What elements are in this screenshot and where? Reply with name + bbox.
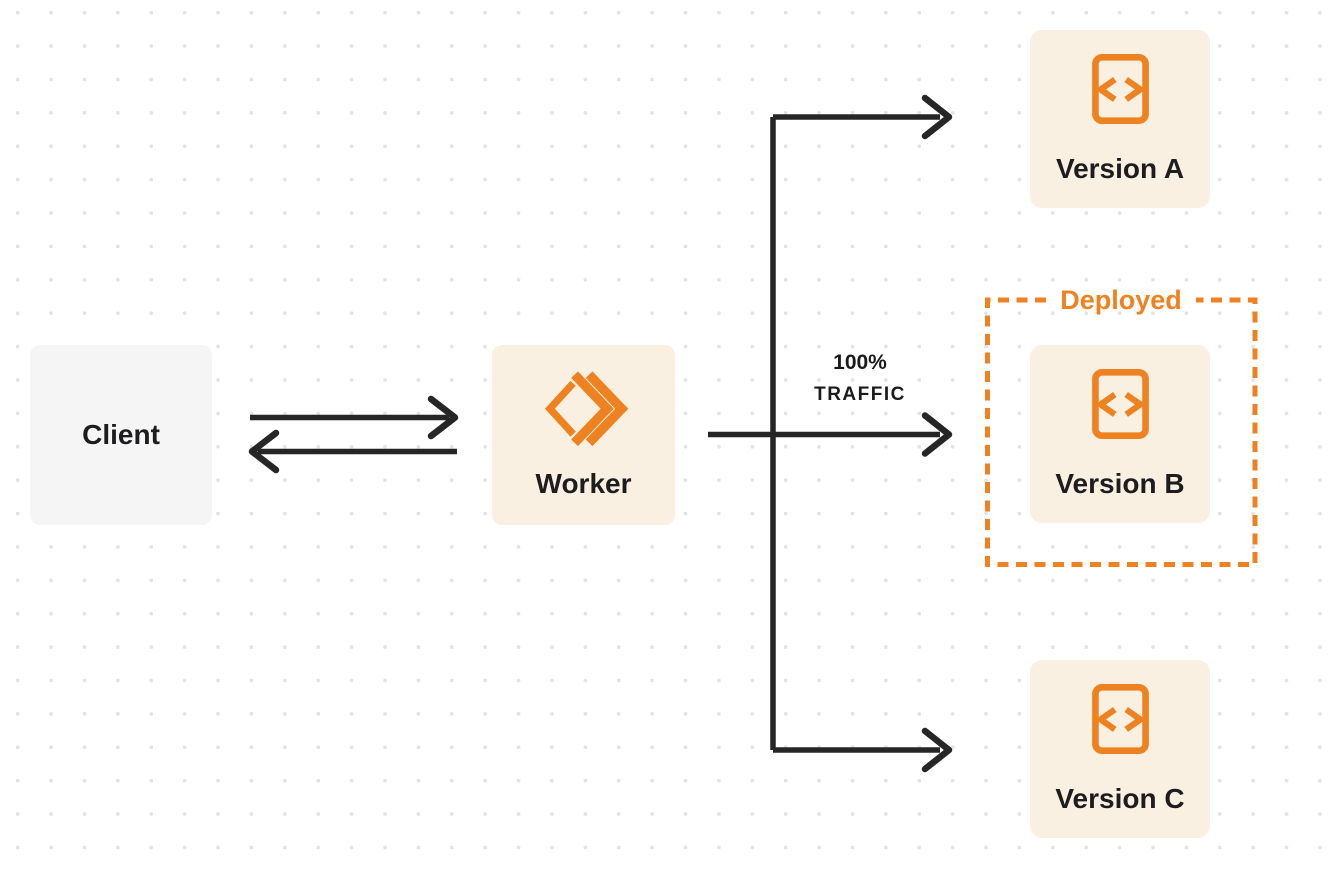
code-file-icon	[1091, 684, 1149, 754]
version-a-label: Version A	[1055, 153, 1185, 184]
worker-label: Worker	[535, 468, 632, 499]
edge-to-version-b-arrowhead	[921, 412, 953, 457]
node-version-b: Version B	[1030, 345, 1210, 523]
version-c-label: Version C	[1055, 783, 1185, 814]
version-b-label: Version B	[1055, 468, 1185, 499]
edge-to-version-a-arrowhead	[921, 94, 953, 140]
node-version-a: Version A	[1030, 30, 1210, 208]
node-version-c: Version C	[1030, 660, 1210, 838]
node-worker: Worker	[492, 345, 675, 525]
traffic-word-text: TRAFFIC	[814, 384, 906, 405]
node-client: Client	[30, 345, 212, 525]
traffic-percent-text: 100%	[833, 351, 887, 374]
deployed-group-label: Deployed	[1060, 285, 1182, 315]
edge-worker-to-client-arrowhead	[248, 429, 280, 474]
traffic-percentage-label: 100% TRAFFIC	[790, 349, 930, 409]
code-file-icon	[1091, 54, 1149, 124]
edge-to-version-c-arrowhead	[921, 727, 953, 773]
client-label: Client	[82, 419, 160, 450]
edge-client-to-worker-arrowhead	[427, 395, 459, 440]
code-file-icon	[1091, 369, 1149, 439]
workers-logo-icon	[544, 371, 628, 447]
